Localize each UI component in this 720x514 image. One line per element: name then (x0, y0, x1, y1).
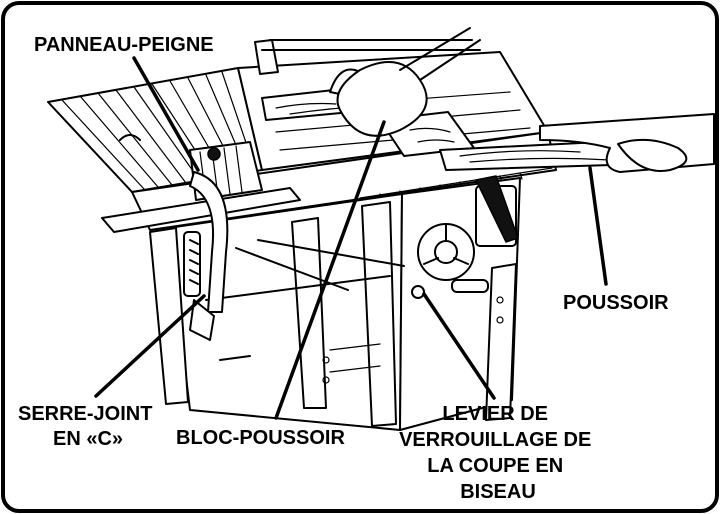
label-bevel-lock-line-4: BISEAU (460, 481, 536, 503)
label-bevel-lock-line-2: VERROUILLAGE DE (399, 429, 591, 451)
label-push-block: BLOC-POUSSOIR (176, 427, 345, 449)
label-c-clamp-line-1: SERRE-JOINT (18, 403, 152, 425)
label-bevel-lock-line-1: LEVIER DE (442, 403, 548, 425)
label-bevel-lock-line-3: LA COUPE EN (427, 455, 563, 477)
label-featherboard: PANNEAU-PEIGNE (34, 34, 214, 56)
label-push-stick: POUSSOIR (563, 292, 669, 314)
label-c-clamp-line-2: EN «C» (53, 428, 123, 450)
